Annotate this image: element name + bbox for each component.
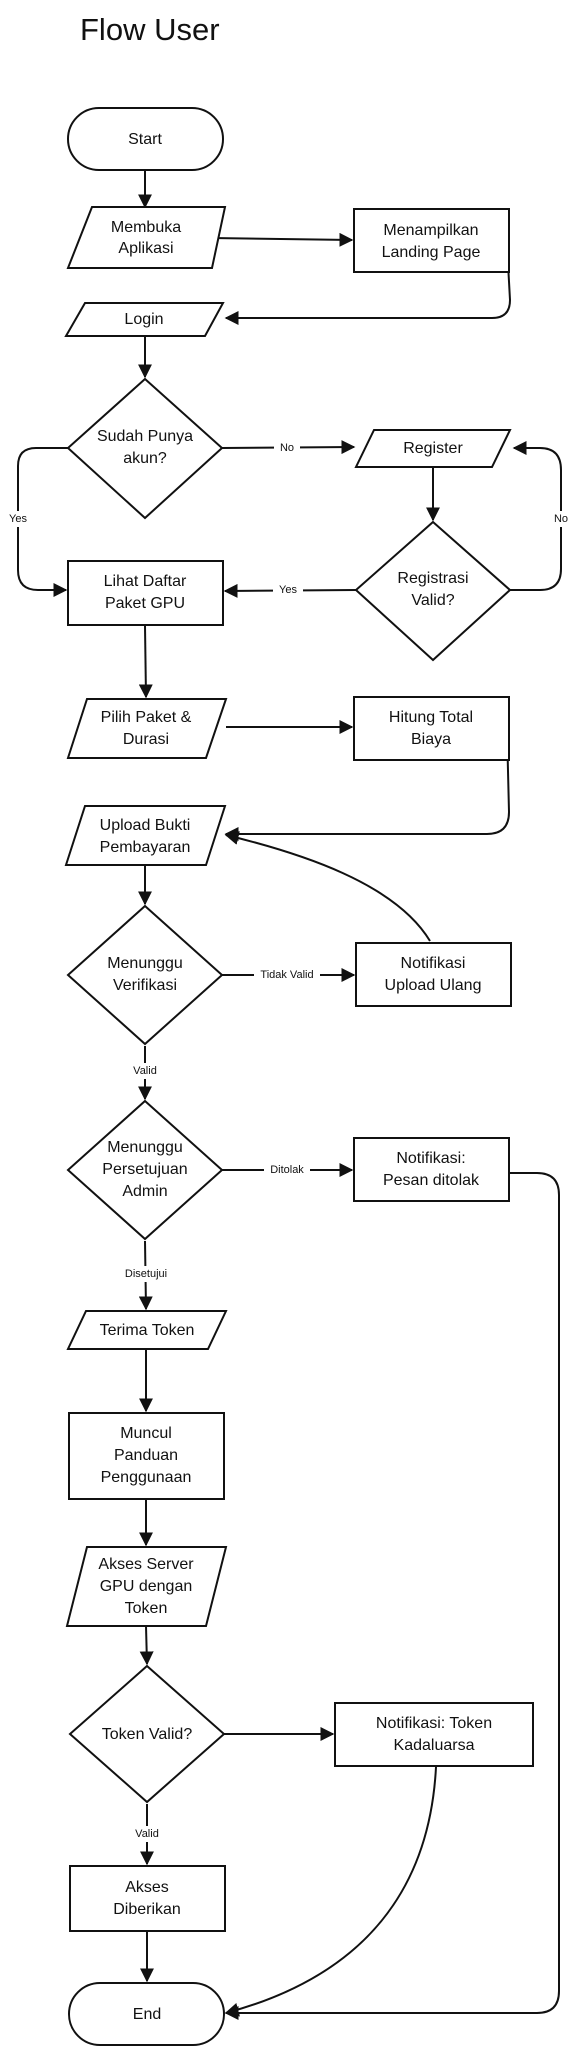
membuka-aplikasi-io: Membuka Aplikasi: [66, 206, 227, 269]
node-label: Landing Page: [382, 244, 481, 261]
edge-label-ditolak: Ditolak: [270, 1164, 304, 1176]
node-label: Diberikan: [113, 1901, 181, 1918]
node-label: Token: [125, 1600, 168, 1617]
edge-label-yes: Yes: [9, 513, 27, 525]
node-label: Penggunaan: [101, 1469, 192, 1486]
register-io: Register: [354, 429, 512, 468]
node-label: Login: [124, 311, 163, 328]
terima-token-io: Terima Token: [66, 1310, 228, 1350]
node-label: Lihat Daftar: [104, 573, 187, 590]
notifikasi-pesan-ditolak-process: Notifikasi: Pesan ditolak: [353, 1137, 510, 1202]
edge-lihat-pilih: [138, 625, 153, 699]
node-label: Durasi: [123, 731, 169, 748]
node-label: Menampilkan: [383, 222, 478, 239]
edge-notiftolak-end: [224, 1172, 560, 2020]
node-label: Biaya: [411, 731, 451, 748]
node-label: End: [133, 2006, 161, 2023]
node-label: Notifikasi: Token: [376, 1715, 492, 1732]
upload-bukti-io: Upload Bukti Pembayaran: [64, 805, 227, 866]
node-label: Kadaluarsa: [394, 1737, 475, 1754]
node-label: Notifikasi:: [396, 1150, 465, 1167]
node-label: Persetujuan: [102, 1161, 187, 1178]
node-label: Verifikasi: [113, 977, 177, 994]
node-label: Register: [403, 440, 463, 457]
node-label: Panduan: [114, 1447, 178, 1464]
edge-landing-login: [224, 244, 512, 325]
node-label: Aplikasi: [118, 240, 173, 257]
node-label: Valid?: [411, 592, 454, 609]
node-label: GPU dengan: [100, 1578, 193, 1595]
node-label: Notifikasi: [401, 955, 466, 972]
node-label: Pembayaran: [100, 839, 191, 856]
node-label: Paket GPU: [105, 595, 185, 612]
edge-membuka-landing: [210, 232, 354, 247]
node-label: Akses: [125, 1879, 169, 1896]
edge-notifkadaluarsa-end: [224, 1766, 437, 2017]
node-label: Akses Server: [98, 1556, 194, 1573]
akses-diberikan-process: Akses Diberikan: [69, 1865, 226, 1932]
node-label: Sudah Punya: [97, 428, 193, 445]
node-label: Registrasi: [397, 570, 468, 587]
akses-server-io: Akses Server GPU dengan Token: [65, 1546, 228, 1627]
node-label: Upload Ulang: [385, 977, 482, 994]
node-label: Membuka: [111, 219, 181, 236]
edge-notifupload-upload: [224, 831, 431, 942]
node-label: Terima Token: [100, 1322, 195, 1339]
sudah-punya-akun-decision: Sudah Punya akun?: [66, 377, 224, 520]
muncul-panduan-process: Muncul Panduan Penggunaan: [68, 1412, 225, 1500]
edge-label-yes: Yes: [279, 584, 297, 596]
node-label: Pilih Paket &: [101, 709, 192, 726]
lihat-daftar-paket-process: Lihat Daftar Paket GPU: [67, 560, 224, 626]
node-label: Menunggu: [107, 955, 183, 972]
page-title: Flow User: [80, 12, 220, 47]
menunggu-persetujuan-decision: Menunggu Persetujuan Admin: [66, 1099, 224, 1241]
node-label: Start: [128, 131, 162, 148]
landing-page-process: Menampilkan Landing Page: [353, 208, 510, 273]
token-valid-decision: Token Valid?: [68, 1664, 226, 1804]
pilih-paket-io: Pilih Paket & Durasi: [66, 698, 228, 759]
node-label: akun?: [123, 450, 167, 467]
end-terminal: End: [68, 1982, 225, 2046]
notifikasi-token-kadaluarsa-process: Notifikasi: Token Kadaluarsa: [334, 1702, 534, 1767]
registrasi-valid-decision: Registrasi Valid?: [354, 520, 512, 662]
node-label: Muncul: [120, 1425, 172, 1442]
edge-labels: No Yes No Yes Tidak Valid Valid Ditolak …: [5, 440, 574, 1842]
login-io: Login: [64, 302, 225, 337]
node-label: Upload Bukti: [100, 817, 191, 834]
notifikasi-upload-ulang-process: Notifikasi Upload Ulang: [355, 942, 512, 1007]
edge-label-valid: Valid: [135, 1828, 159, 1840]
edge-label-disetujui: Disetujui: [125, 1268, 167, 1280]
edge-label-no: No: [554, 513, 568, 525]
menunggu-verifikasi-decision: Menunggu Verifikasi: [66, 904, 224, 1046]
edge-hitung-upload: [224, 729, 511, 841]
node-label: Menunggu: [107, 1139, 183, 1156]
node-label: Admin: [122, 1183, 167, 1200]
hitung-total-biaya-process: Hitung Total Biaya: [353, 696, 510, 761]
edge-label-no: No: [280, 442, 294, 454]
edge-akses-token: [139, 1625, 154, 1666]
node-label: Token Valid?: [102, 1726, 193, 1743]
edge-label-valid: Valid: [133, 1065, 157, 1077]
edge-label-tidak-valid: Tidak Valid: [260, 969, 313, 981]
start-terminal: Start: [67, 107, 224, 171]
node-label: Pesan ditolak: [383, 1172, 480, 1189]
node-label: Hitung Total: [389, 709, 473, 726]
